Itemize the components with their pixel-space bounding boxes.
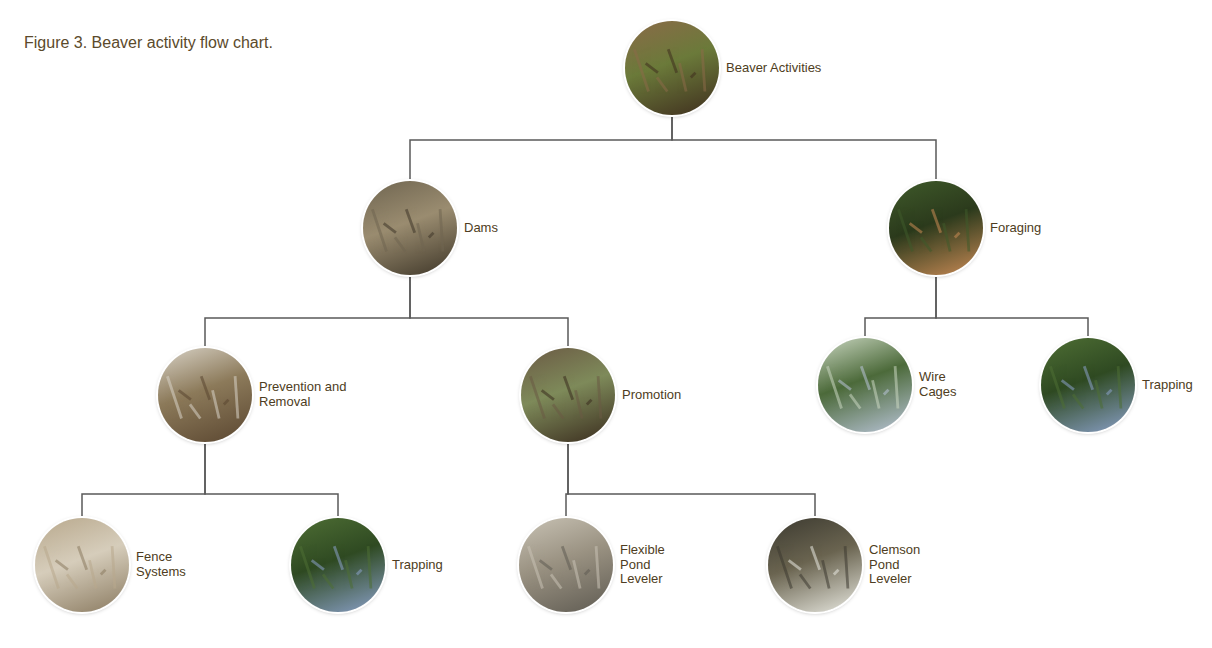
photo-texture xyxy=(625,21,719,115)
activity-node: Wire Cages xyxy=(818,338,967,432)
photo-texture xyxy=(768,518,862,612)
photo-texture xyxy=(158,348,252,442)
tree-connector xyxy=(205,275,410,348)
node-label: Beaver Activities xyxy=(726,61,846,76)
activity-node: Fence Systems xyxy=(35,518,194,612)
activity-node: Prevention and Removal xyxy=(158,348,347,442)
activity-node: Trapping xyxy=(1041,338,1204,432)
photo-texture xyxy=(521,348,615,442)
photo-texture xyxy=(889,181,983,275)
activity-node: Clemson Pond Leveler xyxy=(768,518,927,612)
activity-node: Promotion xyxy=(521,348,697,442)
tree-connector xyxy=(410,115,672,181)
figure-title: Figure 3. Beaver activity flow chart. xyxy=(24,34,273,52)
node-label: Flexible Pond Leveler xyxy=(620,543,678,588)
node-label: Wire Cages xyxy=(919,370,967,400)
node-label: Dams xyxy=(464,221,524,236)
photo-circle xyxy=(1041,338,1135,432)
photo-circle xyxy=(818,338,912,432)
node-label: Fence Systems xyxy=(136,550,194,580)
tree-connector xyxy=(82,442,205,518)
photo-texture xyxy=(519,518,613,612)
node-label: Trapping xyxy=(392,558,454,573)
photo-circle xyxy=(768,518,862,612)
node-label: Prevention and Removal xyxy=(259,380,347,410)
activity-node: Foraging xyxy=(889,181,1060,275)
tree-connector xyxy=(672,115,936,181)
photo-circle xyxy=(35,518,129,612)
photo-texture xyxy=(818,338,912,432)
tree-connector xyxy=(410,275,568,348)
tree-connector xyxy=(865,275,936,338)
photo-texture xyxy=(1041,338,1135,432)
activity-node: Trapping xyxy=(291,518,454,612)
photo-circle xyxy=(291,518,385,612)
tree-connector xyxy=(205,442,338,518)
activity-node: Dams xyxy=(363,181,524,275)
node-label: Foraging xyxy=(990,221,1060,236)
photo-texture xyxy=(35,518,129,612)
activity-node: Flexible Pond Leveler xyxy=(519,518,678,612)
node-label: Promotion xyxy=(622,388,697,403)
node-label: Clemson Pond Leveler xyxy=(869,543,927,588)
tree-connector xyxy=(936,275,1088,338)
photo-texture xyxy=(291,518,385,612)
photo-circle xyxy=(625,21,719,115)
photo-circle xyxy=(519,518,613,612)
photo-circle xyxy=(889,181,983,275)
photo-circle xyxy=(158,348,252,442)
activity-node: Beaver Activities xyxy=(625,21,846,115)
node-label: Trapping xyxy=(1142,378,1204,393)
photo-circle xyxy=(521,348,615,442)
photo-texture xyxy=(363,181,457,275)
photo-circle xyxy=(363,181,457,275)
tree-connector xyxy=(568,442,815,518)
